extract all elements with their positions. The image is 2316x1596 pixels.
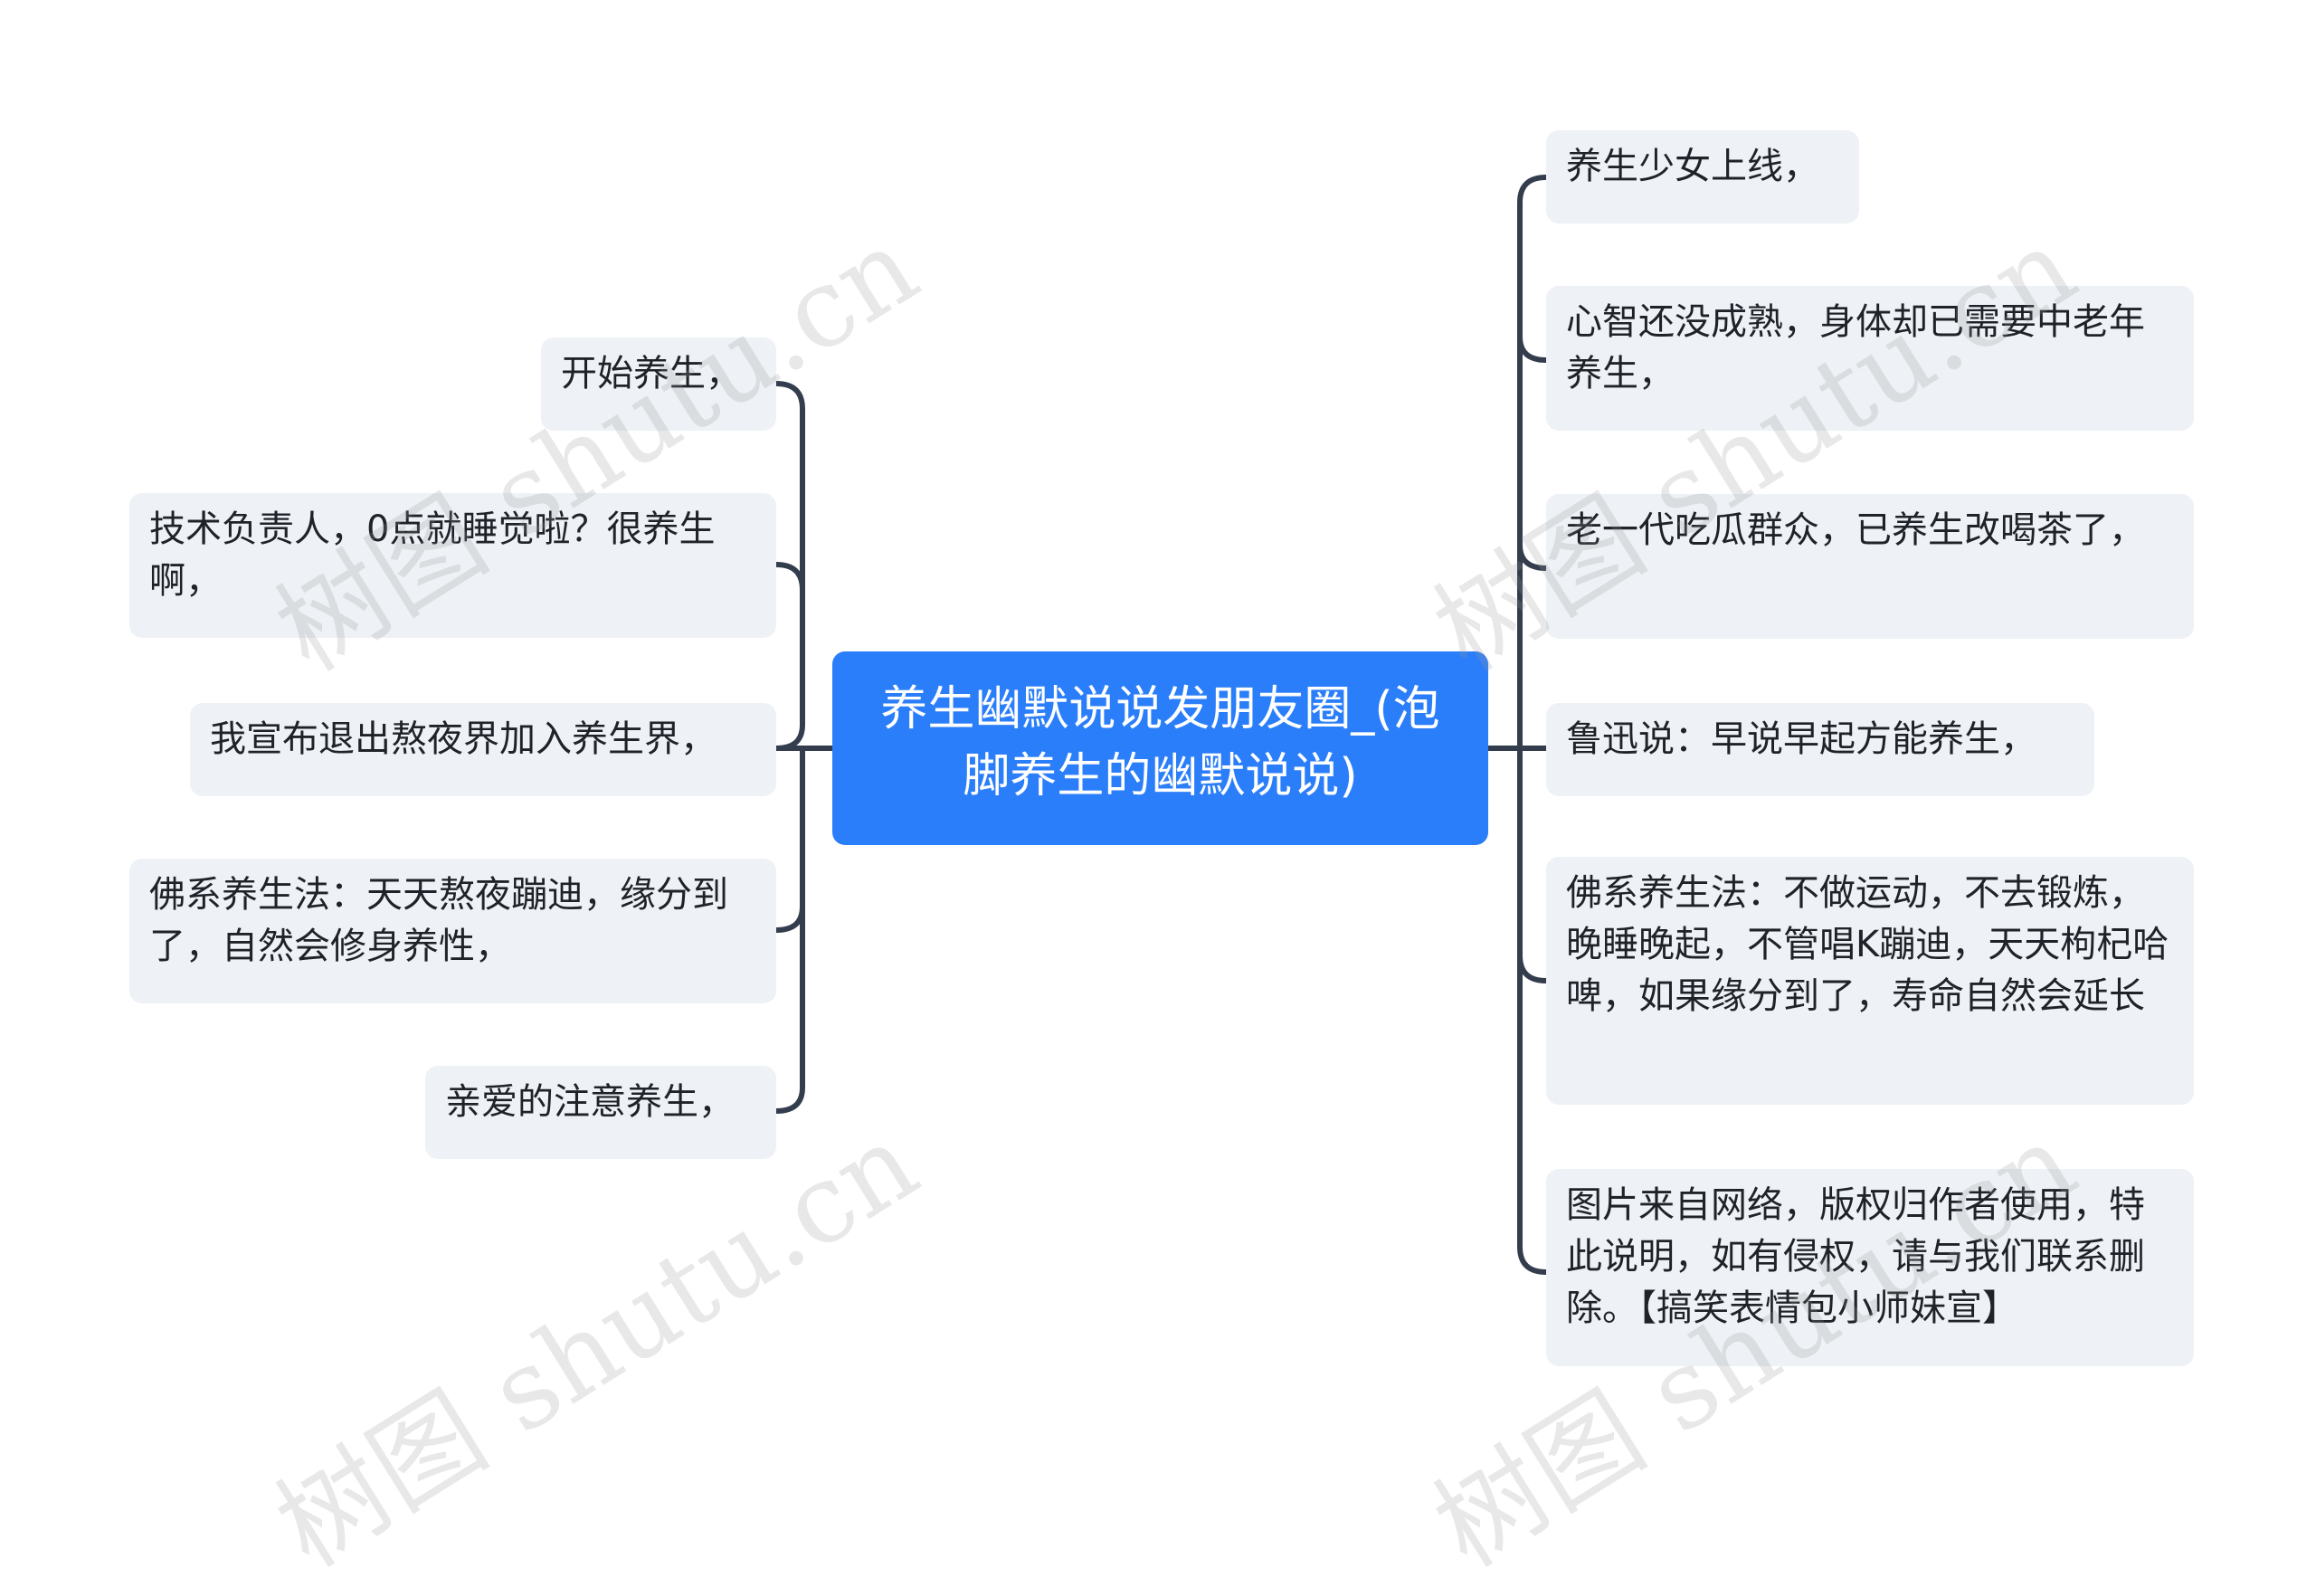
- left-node-5[interactable]: 亲爱的注意养生，: [425, 1066, 776, 1159]
- left-node-1[interactable]: 开始养生，: [541, 337, 776, 431]
- left-node-3[interactable]: 我宣布退出熬夜界加入养生界，: [190, 703, 776, 796]
- right-branch-5: [1517, 953, 1549, 983]
- right-node-4[interactable]: 鲁迅说：早说早起方能养生，: [1546, 703, 2094, 796]
- central-topic[interactable]: 养生幽默说说发朋友圈_(泡脚养生的幽默说说): [832, 651, 1488, 845]
- right-branch-2: [1517, 334, 1549, 363]
- left-node-4[interactable]: 佛系养生法：天天熬夜蹦迪，缘分到了，自然会修身养性，: [129, 859, 776, 1003]
- right-branch-3: [1517, 542, 1549, 571]
- right-node-5[interactable]: 佛系养生法：不做运动，不去锻炼，晚睡晚起，不管唱K蹦迪，天天枸杞哈啤，如果缘分到…: [1546, 857, 2194, 1105]
- right-node-1[interactable]: 养生少女上线，: [1546, 130, 1859, 223]
- left-branch-2: [774, 562, 805, 593]
- right-branch-1: [1517, 175, 1549, 1275]
- right-node-6[interactable]: 图片来自网络，版权归作者使用，特此说明，如有侵权，请与我们联系删除。【搞笑表情包…: [1546, 1169, 2194, 1366]
- left-branch-4: [774, 904, 805, 933]
- left-branch-5: [774, 746, 805, 1114]
- right-node-3[interactable]: 老一代吃瓜群众，已养生改喝茶了，: [1546, 494, 2194, 639]
- right-node-2[interactable]: 心智还没成熟，身体却已需要中老年养生，: [1546, 286, 2194, 431]
- left-node-2[interactable]: 技术负责人，0点就睡觉啦？很养生啊，: [129, 493, 776, 638]
- connector-lines: [774, 175, 1549, 1275]
